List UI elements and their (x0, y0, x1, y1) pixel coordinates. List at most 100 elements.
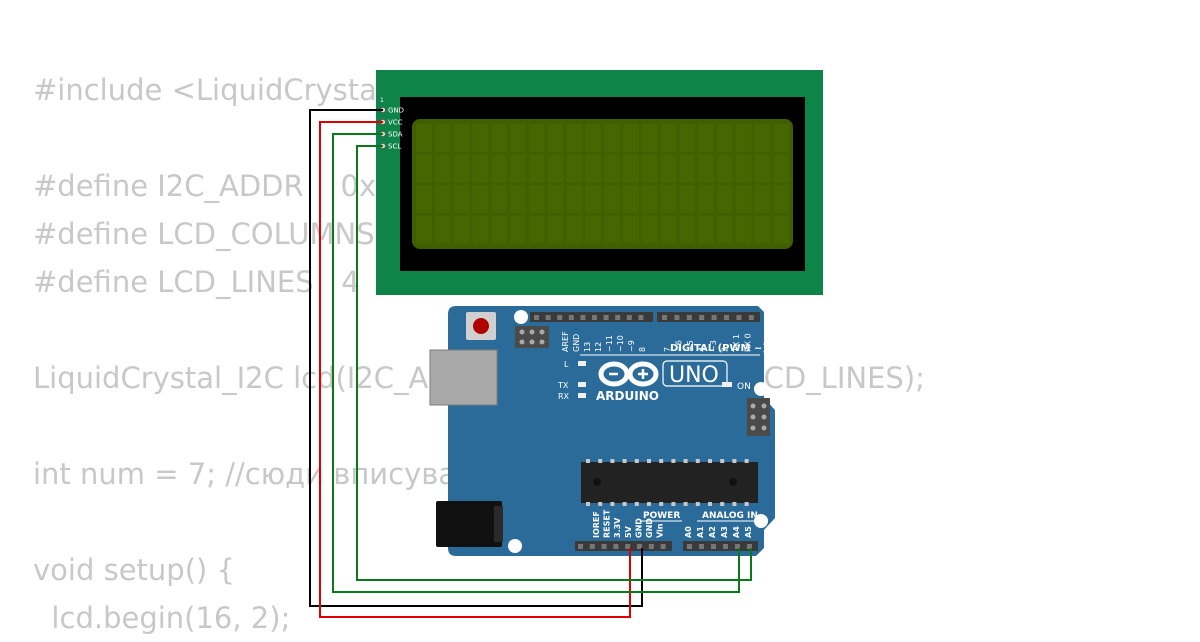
code-line: void setup() { (33, 553, 235, 587)
power-jack-rim (494, 506, 503, 542)
chip-leg (634, 459, 639, 463)
chip-leg (683, 502, 688, 506)
chip-leg (732, 459, 737, 463)
chip-leg (598, 459, 603, 463)
led-label-tx: TX (557, 381, 569, 390)
pin-hole (557, 315, 563, 320)
lcd-pin-index: 1 (380, 97, 384, 104)
pin-hole (568, 315, 574, 320)
arduino-logo-icon (598, 361, 659, 387)
power-pin-label: Vin (656, 523, 665, 538)
wire-gnd[interactable] (309, 109, 643, 607)
lcd-char-cell (547, 215, 564, 244)
lcd-char-cell (716, 154, 733, 183)
chip-leg (647, 502, 651, 506)
lcd-char-cell (660, 185, 677, 213)
pin-hole (603, 315, 609, 320)
icsp-header-right (747, 398, 770, 436)
lcd-character-grid (416, 124, 790, 244)
lcd-char-cell (660, 124, 677, 152)
digital-label: DIGITAL (PWM ~) (670, 343, 767, 354)
power-label: POWER (643, 511, 680, 521)
digital-header-right (657, 312, 760, 322)
usb-port (429, 349, 498, 406)
led-tx (578, 382, 586, 387)
lcd-char-cell (754, 154, 771, 183)
code-line: #define LCD_LINES 4 (33, 265, 360, 299)
model-box (662, 360, 728, 387)
model-label: UNO (669, 363, 719, 388)
lcd-char-cell (491, 215, 508, 244)
wire-vcc[interactable] (319, 121, 631, 618)
digital-pin-label: ~11 (605, 335, 614, 352)
lcd-char-cell (472, 124, 489, 152)
digital-pin-label: 13 (583, 342, 592, 352)
lcd-char-cell (735, 215, 752, 244)
chip-leg (720, 459, 725, 463)
lcd-char-cell (698, 124, 714, 152)
lcd-char-cell (679, 124, 696, 152)
lcd-char-cell (528, 185, 545, 213)
pin-hole (711, 544, 716, 549)
lcd-char-cell (472, 215, 489, 244)
analog-pin-label: A5 (744, 526, 753, 538)
lcd-char-cell (453, 185, 470, 213)
wire-sda[interactable] (332, 133, 740, 593)
digital-pin-label: RX 0 (744, 333, 753, 352)
chip-leg (610, 502, 615, 506)
lcd-char-cell (735, 124, 752, 152)
lcd-pin-label: VCC (388, 119, 403, 127)
led-l (578, 361, 586, 366)
wire-scl[interactable] (356, 145, 752, 581)
wires (309, 109, 752, 618)
analog-label: ANALOG IN (702, 511, 758, 521)
led-on (722, 382, 732, 387)
lcd-char-cell (510, 124, 526, 152)
reset-button[interactable] (473, 318, 489, 334)
lcd-char-cell (735, 185, 752, 213)
chip-leg (586, 502, 590, 506)
lcd-char-cell (585, 215, 602, 244)
lcd-char-cell (491, 185, 508, 213)
lcd-char-cell (547, 124, 564, 152)
power-jack (436, 501, 502, 547)
pin-hole (615, 315, 621, 320)
code-line: lcd.begin(16, 2); (33, 601, 291, 635)
lcd-char-cell (510, 185, 526, 213)
lcd-char-cell (622, 185, 639, 213)
pin-hole (626, 315, 632, 320)
chip-dot (729, 478, 737, 486)
lcd-char-cell (754, 215, 771, 244)
lcd-char-cell (566, 185, 583, 213)
pin-hole (534, 315, 539, 320)
mounting-hole (754, 514, 768, 528)
lcd-pin-label: GND (388, 107, 404, 115)
chip-leg (744, 502, 749, 506)
lcd-char-cell (622, 154, 639, 183)
pin-hole (638, 315, 644, 320)
lcd-char-cell (585, 154, 602, 183)
lcd-char-cell (453, 154, 470, 183)
lcd-char-cell (604, 185, 620, 213)
lcd-char-cell (698, 154, 714, 183)
lcd-char-cell (416, 124, 432, 152)
pin-hole (736, 315, 742, 320)
digital-pin-label: 8 (638, 347, 647, 352)
chip-leg (732, 502, 737, 506)
lcd-char-cell (754, 124, 771, 152)
chip-leg (671, 459, 676, 463)
analog-pin-label: A4 (732, 526, 741, 538)
chip-legs (586, 459, 749, 506)
chip-leg (659, 459, 664, 463)
lcd-char-cell (547, 154, 564, 183)
lcd-char-cell (491, 154, 508, 183)
analog-pin-label: A3 (720, 526, 729, 538)
lcd-char-cell (416, 154, 432, 183)
lcd-char-cell (416, 215, 432, 244)
pin-hole (662, 315, 667, 320)
pin-hole (747, 544, 752, 549)
chip-leg (647, 459, 651, 463)
